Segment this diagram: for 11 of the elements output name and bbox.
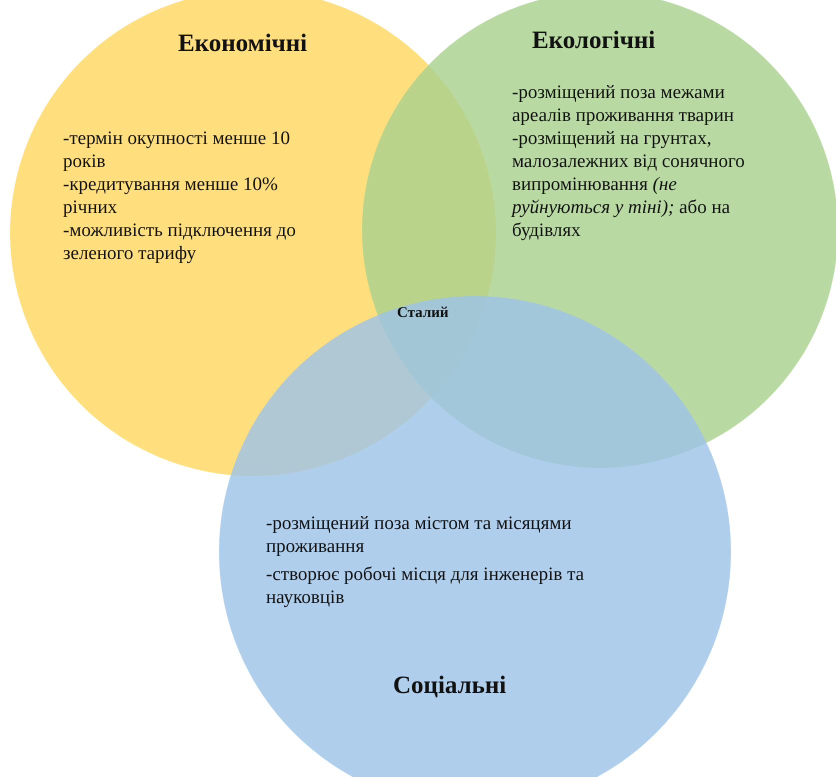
bullet-text: -термін окупності менше 10 років [63,127,291,173]
bullet-text: -розміщений поза межами ареалів проживання тварин [512,81,735,127]
bullet-text: -створює робочі місця для інженерів та науковців [266,563,586,609]
circle-heading: Екологічні [532,27,656,55]
bullet-text: -розміщений поза містом та місяцями проживання [266,512,573,558]
circle-heading: Економічні [178,30,308,58]
circle-heading: Соціальні [393,672,506,700]
bullet-text: -розміщений на грунтах, малозалежних від сонячного випромінювання (не руйнуються у тіні); або на будівлях [512,127,746,242]
bullet-text: -можливість підключення до зеленого тарифу [63,219,297,265]
bullet-text: -кредитування менше 10% річних [63,173,279,219]
center-label: Сталий [397,305,449,322]
